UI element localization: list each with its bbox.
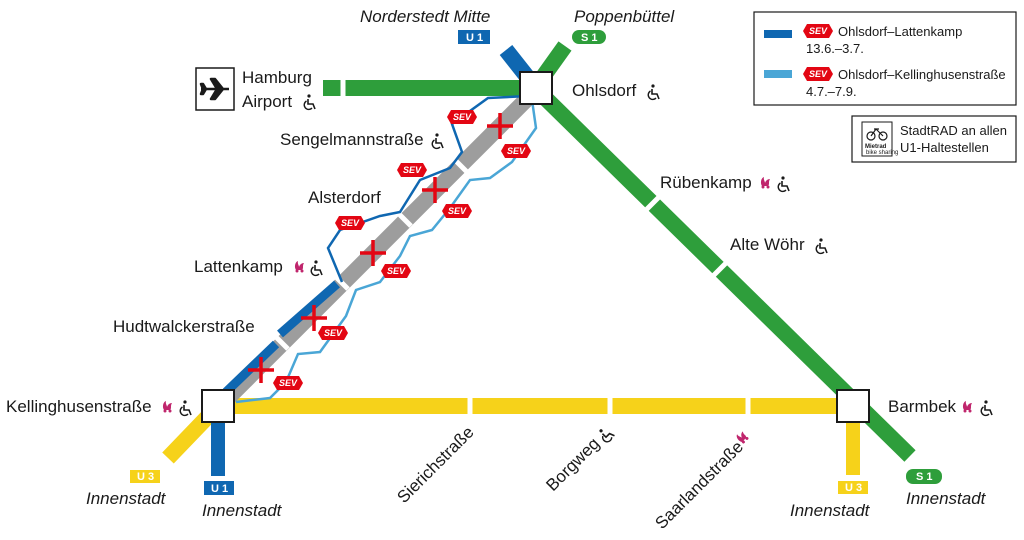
svg-text:U 1: U 1 bbox=[466, 32, 483, 44]
station-label-saarlandstrasse: Saarlandstraße bbox=[651, 437, 747, 533]
station-label-borgweg: Borgweg bbox=[542, 434, 603, 495]
wheelchair-icon bbox=[431, 132, 444, 150]
s1-line bbox=[323, 41, 916, 462]
svg-text:SEV: SEV bbox=[387, 266, 406, 276]
svg-text:S 1: S 1 bbox=[581, 32, 598, 44]
line-badge-s1-top: S 1 bbox=[572, 30, 606, 44]
sev-bus-icon: SEV bbox=[397, 163, 427, 177]
terminal-norderstedt-mitte: Norderstedt Mitte bbox=[360, 7, 490, 26]
svg-text:Ohlsdorf–Kellinghusenstraße: Ohlsdorf–Kellinghusenstraße bbox=[838, 67, 1006, 82]
svg-text:U1-Haltestellen: U1-Haltestellen bbox=[900, 140, 989, 155]
stadtrad-icon bbox=[760, 177, 770, 189]
wheelchair-icon bbox=[980, 399, 993, 417]
sev-bus-icon: SEV bbox=[803, 24, 833, 38]
wheelchair-icon bbox=[310, 259, 323, 277]
stadtrad-icon bbox=[962, 401, 972, 413]
terminal-poppenbuettel: Poppenbüttel bbox=[574, 7, 675, 26]
ohlsdorf-interchange[interactable] bbox=[519, 71, 553, 105]
station-label-alsterdorf: Alsterdorf bbox=[308, 188, 381, 207]
sev-route-light bbox=[235, 99, 538, 404]
station-label-hudtwalckerstrasse: Hudtwalckerstraße bbox=[113, 317, 255, 336]
airplane-icon bbox=[199, 77, 229, 101]
bicycle-icon bbox=[866, 128, 888, 141]
terminal-innenstadt-u3-right: Innenstadt bbox=[790, 501, 871, 520]
station-label-ohlsdorf: Ohlsdorf bbox=[572, 81, 637, 100]
barmbek-interchange[interactable] bbox=[836, 389, 870, 423]
wheelchair-icon bbox=[303, 93, 316, 111]
svg-text:SEV: SEV bbox=[453, 112, 472, 122]
u3-line bbox=[162, 397, 860, 475]
station-label-sengelmannstrasse: Sengelmannstraße bbox=[280, 130, 424, 149]
sev-bus-icon: SEV bbox=[447, 110, 477, 124]
station-label-sierichstrasse: Sierichstraße bbox=[393, 423, 477, 507]
svg-text:Ohlsdorf–Lattenkamp: Ohlsdorf–Lattenkamp bbox=[838, 24, 962, 39]
svg-text:bike sharing: bike sharing bbox=[866, 150, 898, 156]
stadtrad-icon bbox=[162, 401, 172, 413]
svg-text:SEV: SEV bbox=[279, 378, 298, 388]
terminal-innenstadt-s1: Innenstadt bbox=[906, 489, 987, 508]
sev-bus-icon: SEV bbox=[273, 376, 303, 390]
sev-bus-icon: SEV bbox=[803, 67, 833, 81]
line-badge-u3-left: U 3 bbox=[130, 470, 160, 483]
svg-text:U 3: U 3 bbox=[845, 482, 862, 494]
svg-text:U 1: U 1 bbox=[211, 483, 228, 495]
line-badge-u1-top: U 1 bbox=[458, 30, 490, 44]
line-badge-u1-bottom: U 1 bbox=[204, 481, 234, 495]
sev-badges: SEV SEV SEV SEV SEV SEV SEV SEV bbox=[273, 110, 531, 390]
svg-text:13.6.–3.7.: 13.6.–3.7. bbox=[806, 41, 864, 56]
station-label-airport: Airport bbox=[242, 92, 292, 111]
svg-text:S 1: S 1 bbox=[916, 471, 933, 483]
svg-text:SEV: SEV bbox=[809, 26, 828, 36]
svg-text:SEV: SEV bbox=[341, 218, 360, 228]
station-label-ruebenkamp: Rübenkamp bbox=[660, 173, 752, 192]
wheelchair-icon bbox=[815, 237, 828, 255]
station-label-hamburg-airport: Hamburg bbox=[242, 68, 312, 87]
station-label-alte-woehr: Alte Wöhr bbox=[730, 235, 805, 254]
svg-text:Mietrad: Mietrad bbox=[865, 144, 887, 150]
svg-text:StadtRAD an allen: StadtRAD an allen bbox=[900, 123, 1007, 138]
sev-bus-icon: SEV bbox=[335, 216, 365, 230]
sev-bus-icon: SEV bbox=[442, 204, 472, 218]
sev-bus-icon: SEV bbox=[501, 144, 531, 158]
terminal-innenstadt-u1: Innenstadt bbox=[202, 501, 283, 520]
wheelchair-icon bbox=[777, 175, 790, 193]
svg-text:SEV: SEV bbox=[403, 165, 422, 175]
line-badge-s1-right: S 1 bbox=[906, 469, 942, 484]
svg-text:U 3: U 3 bbox=[137, 471, 154, 483]
wheelchair-icon bbox=[647, 83, 660, 101]
legend: SEV Ohlsdorf–Lattenkamp 13.6.–3.7. SEV O… bbox=[753, 11, 1017, 106]
kellinghusenstrasse-interchange[interactable] bbox=[201, 389, 235, 423]
svg-text:SEV: SEV bbox=[507, 146, 526, 156]
wheelchair-icon bbox=[595, 424, 616, 445]
line-badge-u3-right: U 3 bbox=[838, 481, 868, 494]
wheelchair-icon bbox=[179, 399, 192, 417]
stadtrad-icon bbox=[294, 261, 304, 273]
stadtrad-info: Mietrad bike sharing StadtRAD an allen U… bbox=[851, 115, 1017, 163]
station-label-kellinghusenstrasse: Kellinghusenstraße bbox=[6, 397, 152, 416]
station-label-lattenkamp: Lattenkamp bbox=[194, 257, 283, 276]
svg-text:4.7.–7.9.: 4.7.–7.9. bbox=[806, 84, 857, 99]
station-label-barmbek: Barmbek bbox=[888, 397, 957, 416]
terminal-innenstadt-u3-left: Innenstadt bbox=[86, 489, 167, 508]
sev-bus-icon: SEV bbox=[318, 326, 348, 340]
svg-text:SEV: SEV bbox=[809, 69, 828, 79]
sev-bus-icon: SEV bbox=[381, 264, 411, 278]
svg-text:SEV: SEV bbox=[448, 206, 467, 216]
svg-text:SEV: SEV bbox=[324, 328, 343, 338]
